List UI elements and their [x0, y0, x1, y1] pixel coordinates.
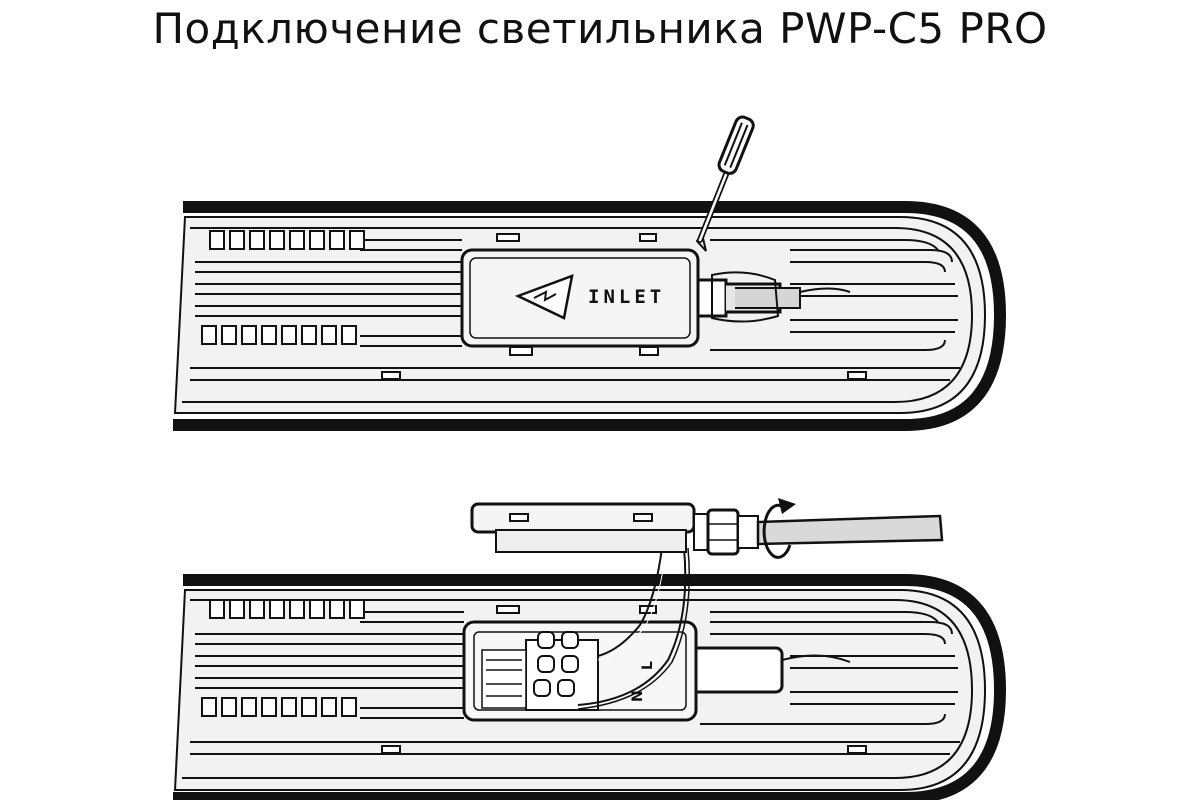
inlet-cover: INLET: [460, 248, 700, 348]
lifted-cover: [470, 502, 944, 556]
screwdriver-icon: [695, 115, 755, 252]
cable-gland-nut: [706, 508, 740, 556]
power-cable: [756, 514, 944, 546]
terminal-screw-icon: [533, 631, 579, 697]
rotate-arrow-icon: [762, 498, 796, 559]
terminal-block: [525, 639, 599, 711]
wire-label-n: N: [630, 690, 646, 702]
wire-label-l: L: [640, 661, 656, 670]
high-voltage-warning-icon: [514, 274, 574, 320]
page-title: Подключение светильника PWP-C5 PRO: [152, 4, 1048, 53]
inlet-label: INLET: [588, 286, 665, 308]
terminal-box: L N: [462, 547, 698, 722]
